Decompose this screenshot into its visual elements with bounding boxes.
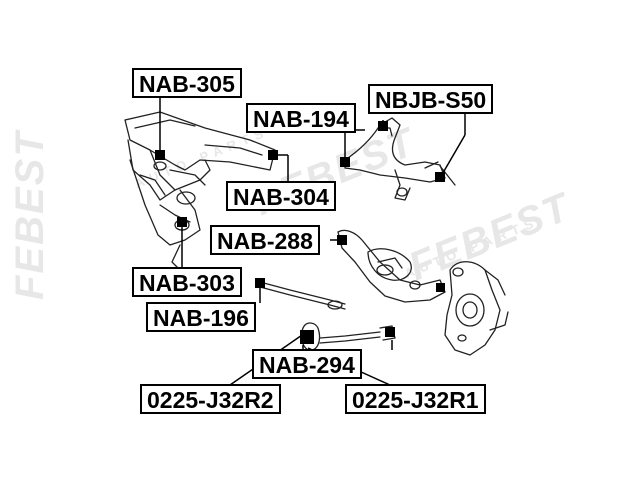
marker-nab303 (177, 217, 187, 227)
callout-nab-304: NAB-304 (226, 181, 336, 211)
callout-nab-196: NAB-196 (146, 302, 256, 332)
bushing-markers (155, 121, 445, 344)
callout-nab-303: NAB-303 (132, 267, 242, 297)
callout-0225-j32r1: 0225-J32R1 (345, 384, 486, 414)
marker-nab288 (337, 235, 347, 245)
lower-arm-drawing (337, 229, 446, 303)
link-294-drawing (300, 322, 396, 351)
marker-j32r1 (385, 327, 395, 337)
callout-nab-288: NAB-288 (210, 225, 320, 255)
marker-nbjbs50 (435, 172, 445, 182)
marker-j32r2 (300, 330, 314, 344)
marker-nab305 (155, 150, 165, 160)
marker-nab194-b (340, 157, 350, 167)
callout-nab-294: NAB-294 (252, 349, 362, 379)
marker-lower-arm-outer (436, 283, 445, 292)
link-196-drawing (259, 281, 346, 310)
knuckle-drawing (444, 261, 509, 356)
callout-nab-305: NAB-305 (132, 68, 242, 98)
marker-nab194 (378, 121, 388, 131)
callout-nab-194: NAB-194 (246, 103, 356, 133)
callout-nbjb-s50: NBJB-S50 (368, 84, 494, 114)
callout-0225-j32r2: 0225-J32R2 (140, 384, 281, 414)
marker-nab196 (255, 278, 265, 288)
marker-nab304 (268, 150, 278, 160)
